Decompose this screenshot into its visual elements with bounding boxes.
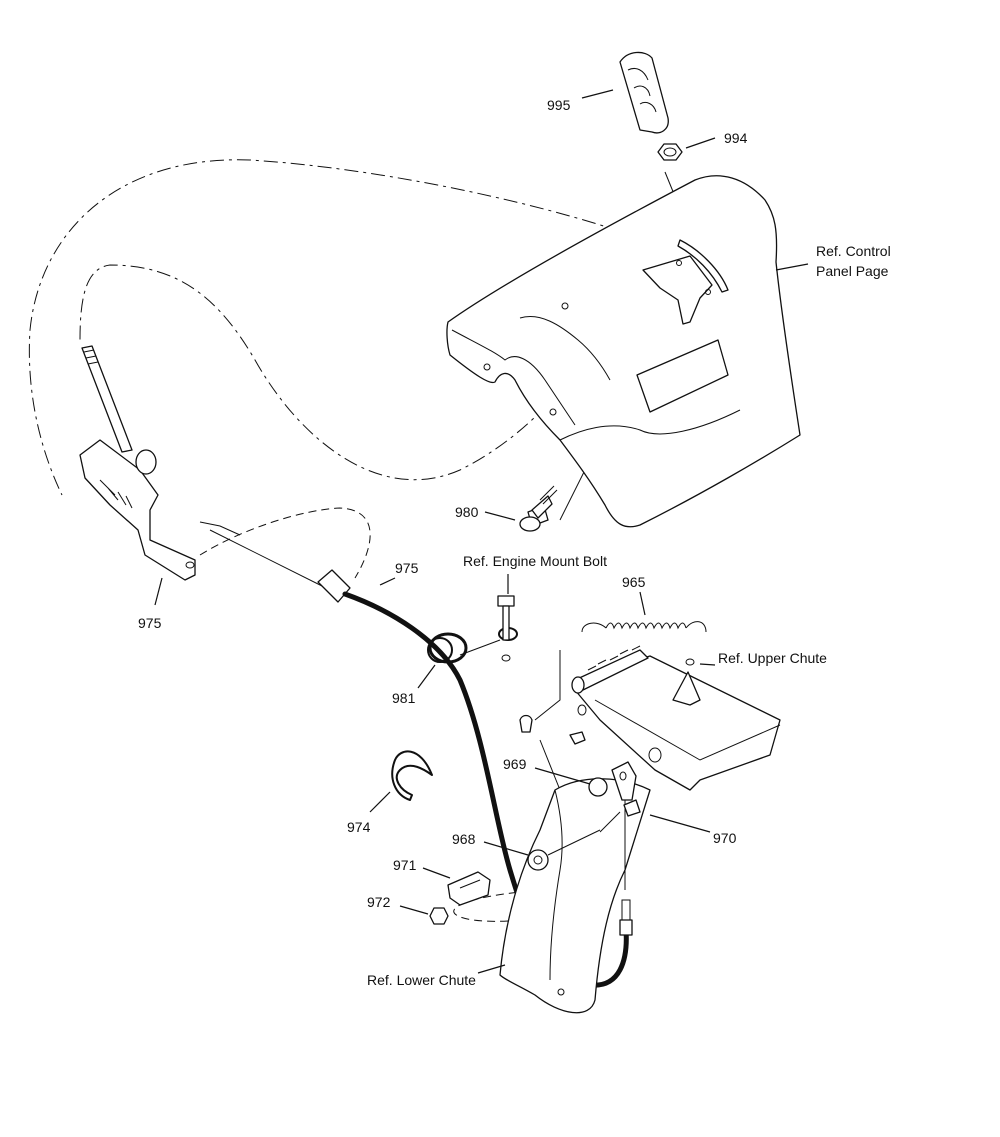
upper-chute bbox=[519, 645, 781, 791]
label-965: 965 bbox=[622, 574, 646, 590]
clip-974 bbox=[391, 750, 433, 801]
label-972: 972 bbox=[367, 894, 391, 910]
washer-968 bbox=[527, 829, 601, 871]
label-ref-lower-chute: Ref. Lower Chute bbox=[367, 972, 476, 988]
label-ref-control-panel: Ref. Control bbox=[816, 243, 891, 259]
label-974: 974 bbox=[347, 819, 371, 835]
engine-mount-bolt bbox=[497, 595, 515, 662]
cable-975 bbox=[317, 569, 633, 988]
bracket-971 bbox=[447, 871, 491, 906]
label-981: 981 bbox=[392, 690, 416, 706]
label-995: 995 bbox=[547, 97, 571, 113]
label-969: 969 bbox=[503, 756, 527, 772]
nut-972 bbox=[429, 907, 449, 925]
label-ref-control-panel-page: Panel Page bbox=[816, 263, 889, 279]
label-968: 968 bbox=[452, 831, 476, 847]
leader-lines bbox=[154, 89, 809, 974]
label-971: 971 bbox=[393, 857, 417, 873]
nut-994 bbox=[657, 143, 683, 161]
label-ref-upper-chute: Ref. Upper Chute bbox=[718, 650, 827, 666]
label-ref-engine-mount-bolt: Ref. Engine Mount Bolt bbox=[463, 553, 607, 569]
bolt-980 bbox=[519, 485, 558, 532]
lower-chute bbox=[499, 761, 651, 1014]
lever-bracket-975 bbox=[79, 345, 241, 581]
spring-965 bbox=[581, 621, 707, 633]
label-970: 970 bbox=[713, 830, 737, 846]
part-labels: 995 994 Ref. Control Panel Page 980 Ref.… bbox=[138, 97, 891, 988]
handle-grip-995 bbox=[619, 51, 669, 134]
label-975-cable: 975 bbox=[395, 560, 419, 576]
control-panel bbox=[446, 175, 801, 528]
label-975-lever: 975 bbox=[138, 615, 162, 631]
label-980: 980 bbox=[455, 504, 479, 520]
label-994: 994 bbox=[724, 130, 748, 146]
